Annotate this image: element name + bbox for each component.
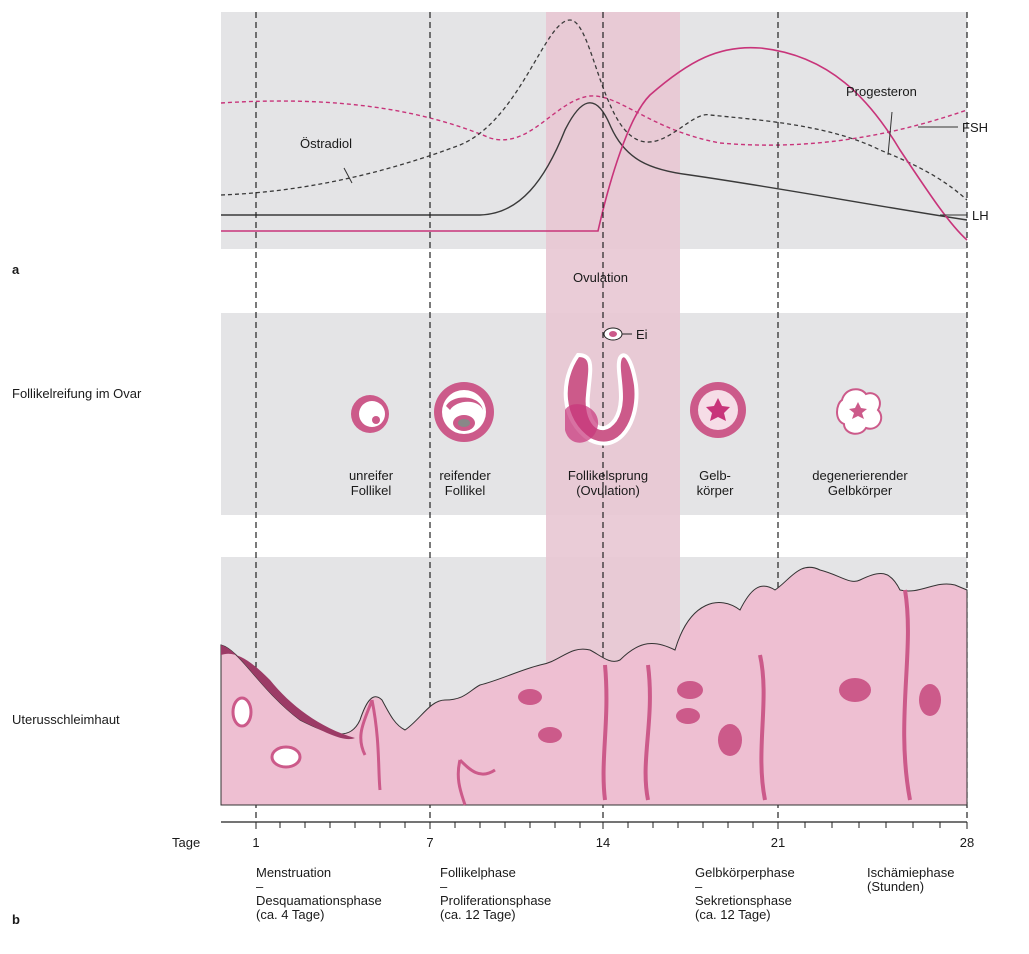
- axis-tick-1: 1: [246, 835, 266, 850]
- degenerating-corpus-luteum-icon: [837, 389, 881, 434]
- hormone-label-lh: LH: [972, 208, 989, 223]
- phase-menstruation: Menstruation–Desquamationsphase(ca. 4 Ta…: [256, 866, 382, 922]
- hormone-label-fsh: FSH: [962, 120, 988, 135]
- panel-label-b: b: [12, 912, 20, 927]
- corpus-luteum-icon: [690, 382, 746, 438]
- hormone-label-oestradiol: Östradiol: [300, 136, 352, 151]
- axis-label-tage: Tage: [172, 835, 200, 850]
- phase-gelbkoerper: Gelbkörperphase–Sekretionsphase(ca. 12 T…: [695, 866, 795, 922]
- hormone-label-progesteron: Progesteron: [846, 84, 917, 99]
- phase-follikel: Follikelphase–Proliferationsphase(ca. 12…: [440, 866, 551, 922]
- follicle-maturing-icon: [434, 382, 494, 442]
- panel-label-a: a: [12, 262, 19, 277]
- follicle-stage-3: Gelb-körper: [680, 468, 750, 498]
- axis-tick-14: 14: [591, 835, 615, 850]
- axis-tick-21: 21: [766, 835, 790, 850]
- follicle-stage-2: Follikelsprung(Ovulation): [548, 468, 668, 498]
- axis-tick-28: 28: [955, 835, 979, 850]
- row-label-uterus: Uterusschleimhaut: [12, 712, 120, 727]
- axis-tick-7: 7: [420, 835, 440, 850]
- follicle-immature-icon: [351, 395, 389, 433]
- row-label-follikel: Follikelreifung im Ovar: [12, 386, 141, 401]
- egg-label: Ei: [636, 327, 648, 342]
- ovulation-title: Ovulation: [573, 270, 628, 285]
- phase-ischaemie: Ischämiephase(Stunden): [867, 866, 954, 894]
- axis-ticks: [256, 822, 967, 829]
